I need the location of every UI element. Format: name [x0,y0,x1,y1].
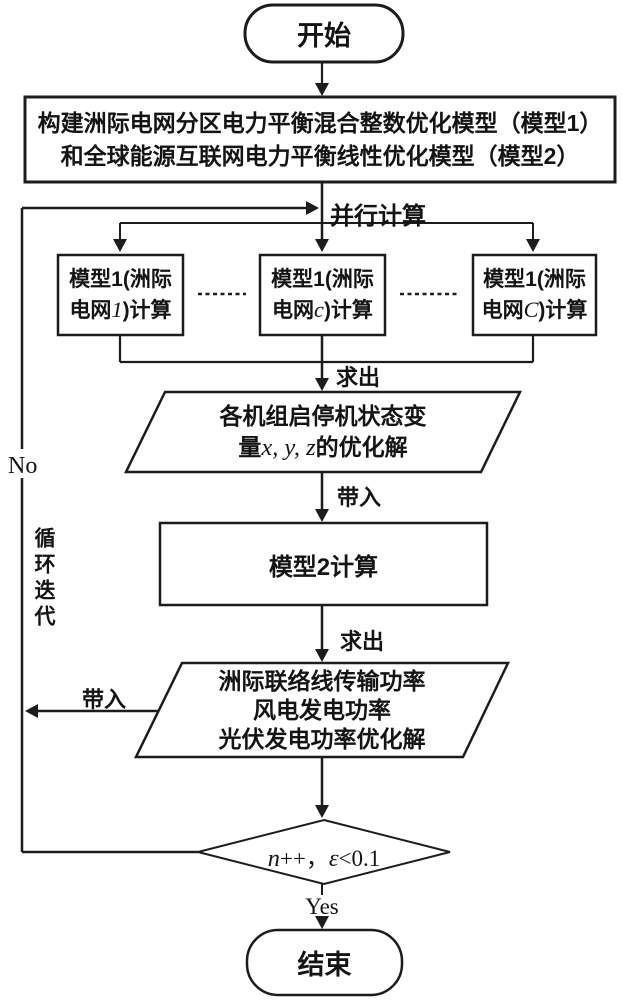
io2-line1: 洲际联络线传输功率 [218,667,426,694]
arrowhead-start [315,83,329,96]
model1-box-1: 模型1(洲际 电网1)计算 [58,255,183,335]
io2-line2: 风电发电功率 [253,696,391,723]
io-parallelogram2-shape [133,661,510,759]
parallel-compute-label: 并行计算 [330,203,426,230]
start-terminator: 开始 [245,5,403,62]
model2-label: 模型2计算 [268,553,379,581]
model1-box2-line1: 模型1(洲际 [271,267,374,291]
io2-line3: 光伏发电功率优化解 [218,725,426,752]
end-terminator-shape [245,928,404,997]
vars-xyz: x, y, z [261,434,316,461]
io1-line1: 各机组启停机状态变 [219,403,427,429]
model1-box-3: 模型1(洲际 电网C)计算 [473,255,596,335]
model2-box-shape [158,521,489,607]
io-parallelogram1-shape [124,390,522,474]
io-parallelogram-1: 各机组启停机状态变 量x, y, z的优化解 [126,392,520,472]
build-models-line1: 构建洲际电网分区电力平衡混合整数优化模型（模型1） [37,109,603,136]
arrowhead-box1 [113,239,127,252]
model1-box1-line1: 模型1(洲际 [69,267,172,291]
substitute2-label: 带入 [82,687,127,712]
build-models-line2: 和全球能源互联网电力平衡线性优化模型（模型2） [60,142,580,169]
derive1-label: 求出 [336,365,381,390]
model1-box1-line2: 电网1)计算 [69,296,172,322]
derive2-label: 求出 [340,629,385,654]
arrowhead-substitute-left [25,704,38,718]
var-n: n [267,845,280,872]
model1-box3-line1: 模型1(洲际 [483,267,586,291]
arrowhead-io1 [315,378,329,391]
arrowhead-model2 [315,509,329,522]
substitute1-label: 带入 [337,485,382,510]
io1-line2: 量x, y, z的优化解 [238,434,408,461]
model1-box3-line2: 电网C)计算 [481,296,588,322]
decision-diamond-shape [197,818,451,886]
io-parallelogram-2: 洲际联络线传输功率 风电发电功率 光伏发电功率优化解 [136,663,508,757]
model2-step: 模型2计算 [160,523,487,605]
model1-box-2: 模型1(洲际 电网c)计算 [260,255,385,335]
start-terminator-shape [243,3,405,64]
arrowhead-box3 [526,239,540,252]
arrowhead-decision [315,805,329,818]
loop-iterate-label: 循环迭代 [32,527,55,631]
decision-condition: n++，ε<0.1 [267,845,381,872]
end-label: 结束 [297,950,352,980]
start-label: 开始 [297,21,351,51]
end-terminator: 结束 [247,930,402,995]
arrowhead-box2 [315,239,329,252]
var-epsilon: ε [328,845,339,872]
yes-label: Yes [305,894,339,919]
no-label: No [8,453,38,479]
grid-index-c: c [314,296,324,322]
arrowhead-io2 [315,649,329,662]
arrowhead-feedback-right [306,201,319,215]
build-models-box-shape [23,95,617,184]
model1-box2-line2: 电网c)计算 [272,296,373,322]
build-models-step: 构建洲际电网分区电力平衡混合整数优化模型（模型1） 和全球能源互联网电力平衡线性… [25,97,615,182]
arrowhead-end [315,916,329,929]
model1-box3-shape [471,253,598,337]
grid-index-1: 1 [111,296,123,322]
grid-index-C: C [523,296,539,322]
